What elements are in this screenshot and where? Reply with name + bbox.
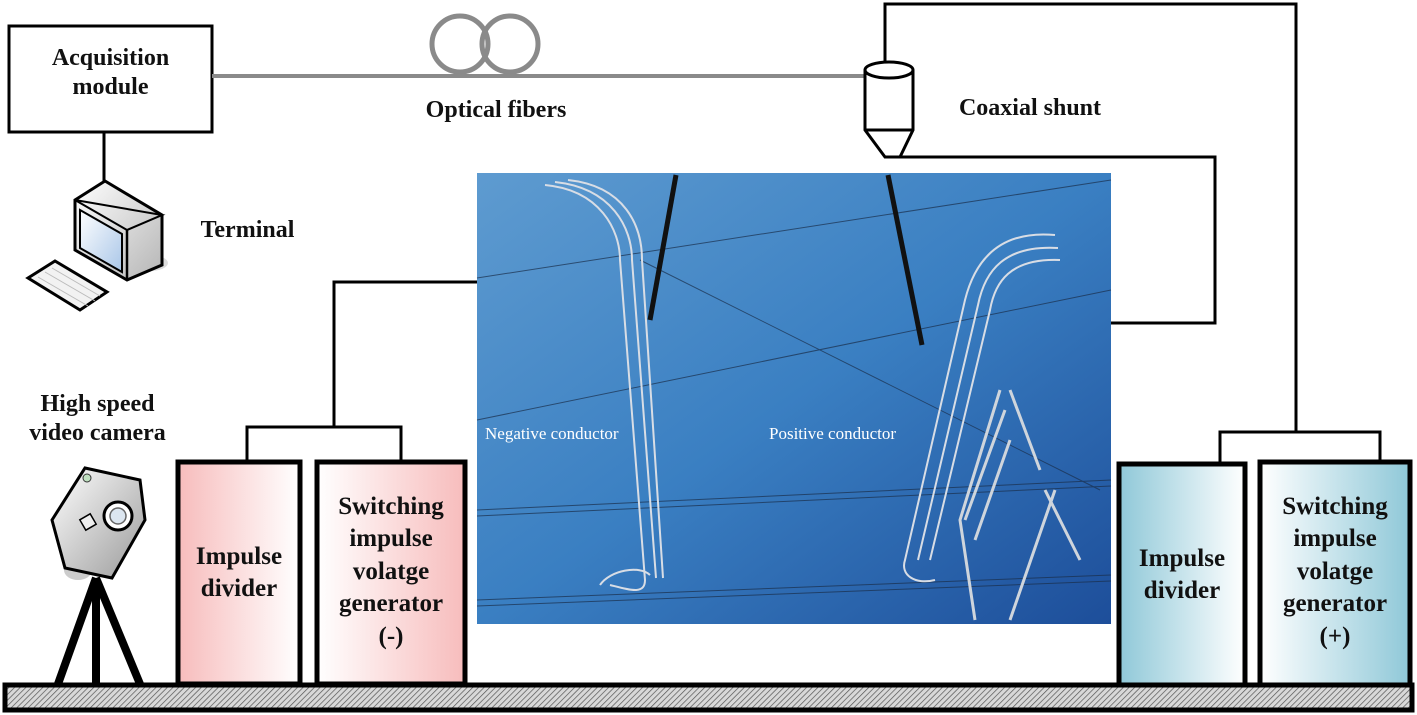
acquisition-module-line-1: Acquisition [51, 45, 170, 71]
text-line: Switching [338, 492, 444, 520]
positive-divider-text: Impulse divider [1119, 464, 1245, 686]
negative-conductor-label: Negative conductor [485, 424, 619, 443]
positive-impulse-divider-box [1116, 461, 1248, 689]
text-line: impulse [1293, 525, 1377, 553]
text-line: Switching [1282, 492, 1388, 520]
polarity-label: (-) [378, 622, 404, 650]
fiber-loops-icon [429, 13, 541, 75]
polarity-label: (+) [1319, 622, 1351, 650]
negative-conductor-wire [332, 280, 477, 427]
negative-generator-box [314, 459, 468, 687]
conductor-photo [476, 173, 1112, 624]
camera-label-line-1: High speed [40, 391, 155, 417]
positive-generator-box [1257, 459, 1413, 689]
shunt-positive-conductor-wire [893, 155, 1217, 325]
text-line: generator [338, 590, 444, 618]
optical-fibers-label: Optical fibers [425, 97, 567, 123]
shunt-positive-generator-wire [883, 2, 1298, 432]
acquisition-module-box [7, 24, 214, 134]
text-line: Impulse [1138, 544, 1226, 572]
text-line: volatge [352, 557, 430, 585]
high-speed-camera-icon [50, 466, 147, 686]
camera-label: High speed video camera [10, 390, 185, 448]
acquisition-module-label: Acquisition module [9, 44, 212, 102]
terminal-label: Terminal [200, 217, 295, 243]
text-line: generator [1282, 590, 1388, 618]
terminal-computer-icon [25, 179, 168, 312]
text-line: divider [200, 575, 278, 602]
positive-generator-text: Switching impulse volatge generator (+) [1260, 472, 1410, 672]
text-line: divider [1143, 577, 1221, 604]
coaxial-shunt-icon [863, 60, 915, 159]
positive-branch-wire [1218, 430, 1382, 462]
text-line: volatge [1296, 557, 1374, 585]
text-line: Impulse [195, 542, 283, 570]
acquisition-module-line-2: module [72, 73, 149, 100]
negative-divider-text: Impulse divider [178, 462, 300, 684]
text-line: impulse [349, 525, 433, 553]
camera-label-line-2: video camera [29, 419, 166, 446]
coaxial-shunt-label: Coaxial shunt [958, 95, 1102, 121]
negative-generator-text: Switching impulse volatge generator (-) [317, 472, 465, 672]
ground-platform [2, 682, 1415, 713]
negative-branch-wire [245, 425, 403, 462]
positive-conductor-label: Positive conductor [769, 424, 897, 443]
